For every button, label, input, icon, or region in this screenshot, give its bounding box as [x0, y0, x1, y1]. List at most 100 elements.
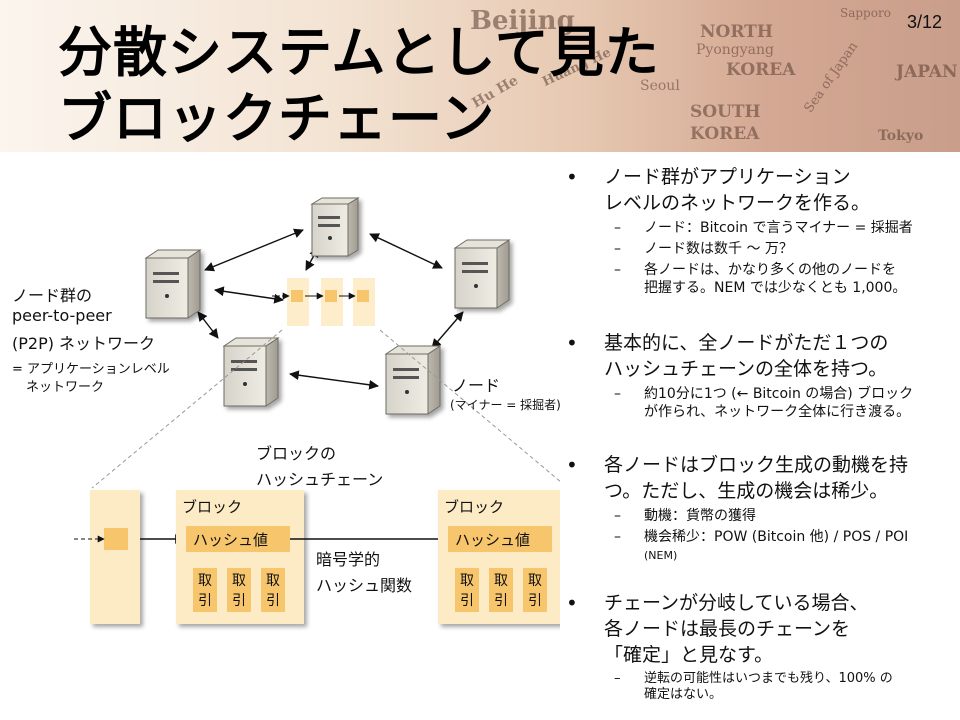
hash-value: ハッシュ値 — [193, 531, 269, 549]
transaction: 取引 — [227, 571, 251, 611]
crypto-hash-label-line1: 暗号学的 — [316, 550, 381, 569]
sub-line: 約10分に1つ (← Bitcoin の場合) ブロック — [644, 386, 914, 402]
node-label: ノード — [452, 376, 501, 395]
transaction-char-top: 取 — [266, 573, 280, 589]
node-note: (マイナー = 採掘者) — [450, 398, 561, 412]
bullet-sub: ノード：Bitcoin で言うマイナー = 採掘者 — [566, 219, 956, 237]
map-label: Seoul — [640, 78, 680, 94]
transaction-char-top: 取 — [494, 573, 508, 589]
transaction-char-top: 取 — [460, 573, 474, 589]
map-label: Sea of Japan — [801, 39, 862, 116]
block-left — [176, 490, 304, 624]
network-label-line1: ノード群の — [12, 286, 93, 305]
mini-hash-chain — [272, 278, 375, 326]
bullet-line: レベルのネットワークを作る。 — [604, 192, 871, 214]
bullet-line: チェーンが分岐している場合、 — [604, 592, 869, 614]
bullet-main: チェーンが分岐している場合、各ノードは最長のチェーンを「確定」と見なす。 — [566, 590, 956, 668]
network-note-line1: = アプリケーションレベル — [12, 362, 170, 377]
network-link — [197, 311, 219, 339]
sub-line: 逆転の可能性はいつまでも残り、100% の — [644, 671, 893, 686]
chain-label-line2: ハッシュチェーン — [256, 470, 384, 489]
transaction-char-top: 取 — [528, 573, 542, 589]
block-title: ブロック — [444, 498, 505, 516]
network-link — [214, 286, 284, 304]
server-node — [144, 249, 202, 319]
network-link — [431, 311, 464, 349]
transaction: 取引 — [523, 571, 547, 611]
bullet-line: 各ノードは最長のチェーンを — [604, 618, 851, 640]
network-label-line3: (P2P) ネットワーク — [12, 334, 156, 353]
sub-line: 把握する。NEM では少なくとも 1,000。 — [644, 280, 907, 296]
sub-line: 確定はない。 — [644, 687, 723, 702]
bullet-line: ノード群がアプリケーション — [604, 166, 851, 188]
sub-line: ノード数は数千 〜 万？ — [644, 241, 793, 257]
sub-line: (NEM) — [644, 549, 678, 562]
map-label: SOUTH — [690, 102, 761, 122]
block-title: ブロック — [182, 498, 243, 516]
hash-value: ハッシュ値 — [455, 531, 531, 549]
sub-line: ノード：Bitcoin で言うマイナー = 採掘者 — [644, 220, 913, 236]
chain-label-line1: ブロックの — [256, 444, 337, 463]
map-label: JAPAN — [896, 62, 958, 82]
map-label: NORTH — [700, 22, 773, 42]
server-node — [222, 337, 280, 407]
transaction-char-bottom: 引 — [198, 593, 212, 609]
transaction-char-bottom: 引 — [528, 593, 542, 609]
bullet-sub: ノード数は数千 〜 万？ — [566, 240, 956, 258]
transaction: 取引 — [455, 571, 479, 611]
zoom-lines — [91, 329, 560, 489]
transaction-char-bottom: 引 — [494, 593, 508, 609]
map-label: Tokyo — [878, 128, 924, 144]
network-note-line2: ネットワーク — [26, 380, 105, 395]
sub-line: が作られ、ネットワーク全体に行き渡る。 — [644, 404, 911, 420]
bullet-line: 「確定」と見なす。 — [604, 644, 774, 666]
transaction-char-top: 取 — [232, 573, 246, 589]
transaction: 取引 — [489, 571, 513, 611]
bullet-sub: 機会稀少：POW (Bitcoin 他) / POS / POI (NEM) — [566, 528, 956, 565]
map-label: KOREA — [690, 124, 760, 144]
bullet-line: 各ノードはブロック生成の動機を持 — [604, 454, 909, 476]
server-node — [310, 197, 360, 257]
map-label: KOREA — [726, 60, 796, 80]
bullet-4: チェーンが分岐している場合、各ノードは最長のチェーンを「確定」と見なす。 逆転の… — [566, 590, 956, 703]
title-line-2: ブロックチェーン — [58, 87, 496, 150]
sub-line: 機会稀少：POW (Bitcoin 他) / POS / POI — [644, 529, 909, 545]
network-link — [204, 228, 304, 272]
network-link — [369, 233, 443, 269]
transaction-char-top: 取 — [198, 573, 212, 589]
transaction: 取引 — [261, 571, 285, 611]
title-banner: NORTH Pyongyang KOREA SOUTH KOREA Seoul … — [0, 0, 960, 152]
slide-number: 3/12 — [906, 12, 942, 32]
crypto-hash-label-line2: ハッシュ関数 — [316, 576, 413, 595]
map-label: Beijing — [470, 6, 575, 36]
title-line-1: 分散システムとして見た — [58, 21, 660, 84]
server-node — [384, 345, 442, 415]
transaction-char-bottom: 引 — [232, 593, 246, 609]
transaction: 取引 — [193, 571, 217, 611]
network-link — [289, 370, 379, 390]
previous-block — [90, 490, 140, 624]
bullet-line: ハッシュチェーンの全体を持つ。 — [604, 358, 888, 380]
map-label: Sapporo — [840, 6, 891, 20]
p2p-blockchain-diagram — [74, 197, 560, 624]
bullet-line: 基本的に、全ノードがただ１つの — [604, 332, 889, 354]
transaction-char-bottom: 引 — [266, 593, 280, 609]
map-label: Pyongyang — [696, 42, 774, 58]
server-node — [453, 239, 511, 309]
bullet-sub: 約10分に1つ (← Bitcoin の場合) ブロックが作られ、ネットワーク全… — [566, 385, 956, 421]
network-label-line2: peer-to-peer — [12, 306, 112, 325]
bullet-line: つ。ただし、生成の機会は稀少。 — [604, 480, 889, 502]
transaction-char-bottom: 引 — [460, 593, 474, 609]
sub-line: 各ノードは、かなり多くの他のノードを — [644, 262, 896, 278]
bullet-sub: 動機：貨幣の獲得 — [566, 507, 956, 525]
sub-line: 動機：貨幣の獲得 — [644, 508, 756, 524]
block-right — [438, 490, 560, 624]
